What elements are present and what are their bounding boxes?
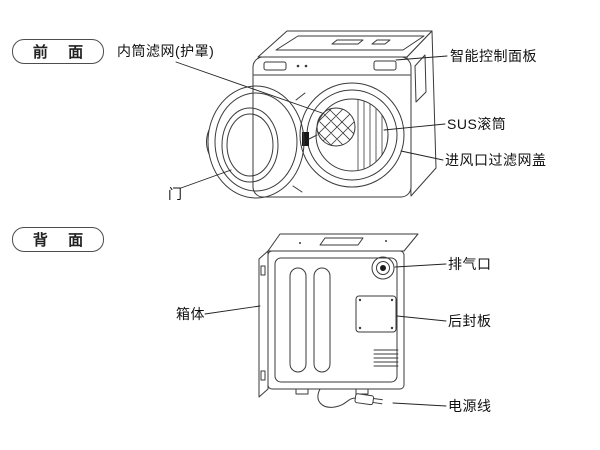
leader-lines (175, 55, 448, 407)
back-view-badge: 背 面 (12, 227, 104, 252)
label-rear-plate: 后封板 (448, 313, 492, 329)
dryer-back-illustration (258, 233, 419, 408)
label-door: 门 (168, 186, 183, 202)
label-inner-drum-filter: 内筒滤网(护罩) (117, 43, 215, 59)
label-sus-drum: SUS滚筒 (447, 116, 507, 132)
front-view-badge: 前 面 (12, 39, 104, 64)
label-smart-control-panel: 智能控制面板 (450, 48, 537, 64)
label-exhaust-port: 排气口 (448, 256, 492, 272)
label-power-cord: 电源线 (448, 398, 492, 414)
dryer-front-illustration (206, 30, 437, 199)
label-inlet-filter-cover: 进风口过滤网盖 (445, 152, 547, 168)
label-cabinet: 箱体 (176, 306, 205, 322)
